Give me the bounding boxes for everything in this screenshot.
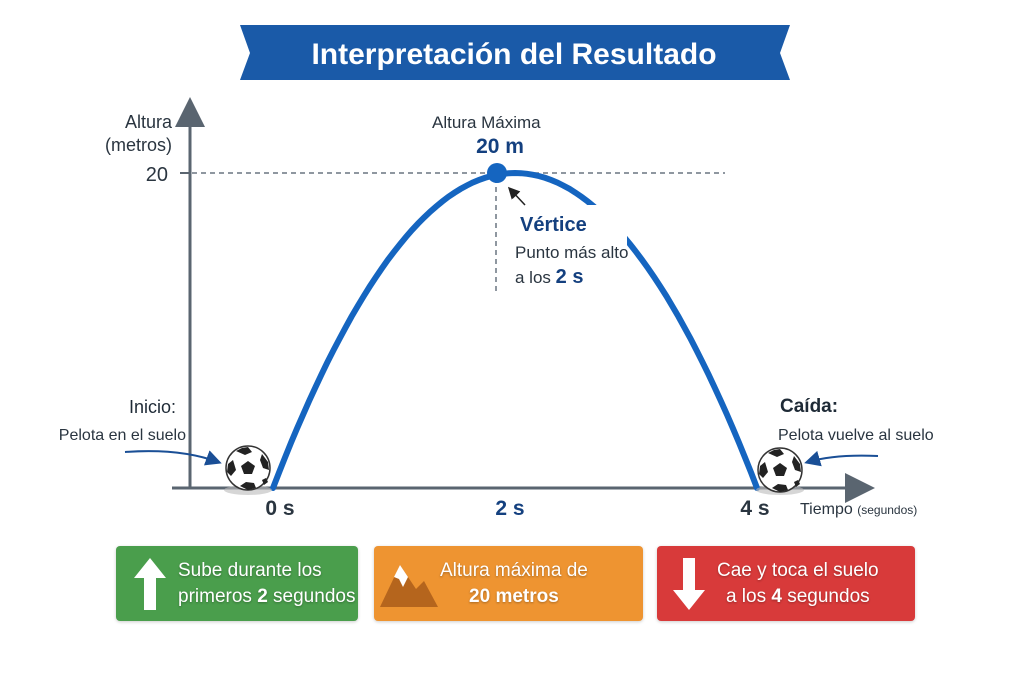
- soccer-ball-end-icon: [757, 447, 803, 493]
- vertex-desc-line2: a los 2 s: [515, 266, 583, 288]
- vertex-title: Vértice: [520, 214, 587, 236]
- vertex-pointer-arrow: [507, 186, 526, 206]
- start-title: Inicio:: [129, 397, 176, 417]
- arrow-down-icon: [673, 557, 705, 610]
- start-desc: Pelota en el suelo: [59, 427, 186, 444]
- x-axis-label: Tiempo (segundos): [800, 501, 917, 518]
- card-falling: Cae y toca el suelo a los 4 segundos: [657, 546, 915, 621]
- card-max-line1: Altura máxima de: [440, 559, 588, 581]
- arrow-up-icon: [134, 557, 166, 610]
- max-height-label: Altura Máxima: [432, 113, 541, 132]
- trajectory-curve: [270, 169, 760, 491]
- card-falling-line2: a los 4 segundos: [725, 585, 870, 607]
- x-tick-label-0: 0 s: [265, 497, 294, 520]
- card-max-line2: 20 metros: [469, 585, 559, 607]
- max-height-value: 20 m: [476, 135, 524, 158]
- title-text: Interpretación del Resultado: [311, 38, 716, 71]
- card-falling-line1: Cae y toca el suelo: [717, 559, 879, 581]
- card-rising-line1: Sube durante los: [178, 559, 322, 581]
- soccer-ball-start-icon: [225, 445, 271, 491]
- y-axis-label: Altura: [125, 112, 173, 132]
- y-axis-label-unit: (metros): [105, 135, 172, 155]
- end-arrow: [804, 450, 879, 467]
- title-banner: Interpretación del Resultado: [240, 25, 790, 80]
- mountain-icon: [380, 564, 438, 607]
- x-tick-label-4: 4 s: [740, 497, 769, 520]
- card-rising-line2: primeros 2 segundos: [178, 585, 356, 607]
- end-desc: Pelota vuelve al suelo: [778, 427, 934, 444]
- start-arrow: [124, 450, 222, 466]
- vertex-point: [487, 163, 507, 183]
- card-rising: Sube durante los primeros 2 segundos: [116, 546, 358, 621]
- card-max-height: Altura máxima de 20 metros: [374, 546, 643, 621]
- end-title: Caída:: [780, 396, 838, 417]
- vertex-desc-line1: Punto más alto: [515, 243, 628, 262]
- y-tick-label: 20: [146, 164, 168, 186]
- x-tick-label-2: 2 s: [495, 497, 524, 520]
